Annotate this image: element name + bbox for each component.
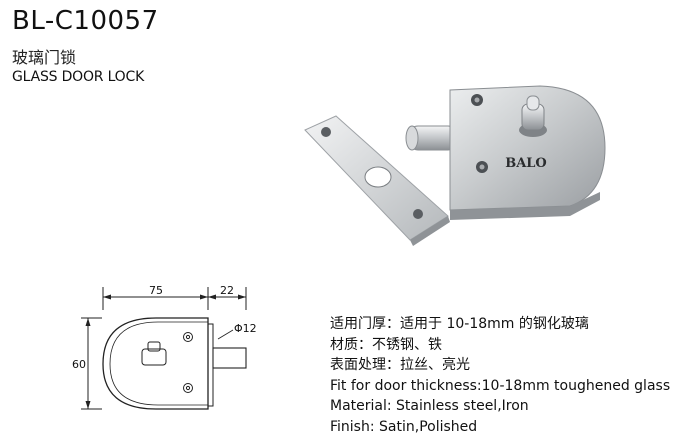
spec-door-thickness-cn: 适用门厚：适用于 10-18mm 的钢化玻璃 (330, 316, 589, 332)
model-number: BL-C10057 (12, 6, 159, 36)
lock-body: BALO (449, 85, 606, 220)
technical-drawing: 75 22 60 Φ12 (72, 284, 257, 410)
spec-material-en: Material: Stainless steel,Iron (330, 398, 529, 415)
product-photo: BALO (304, 85, 606, 246)
spec-finish-cn: 表面处理：拉丝、亮光 (330, 357, 470, 374)
dimension-height: 60 (72, 358, 86, 371)
bolt (405, 125, 459, 151)
strike-plate (304, 115, 450, 246)
spec-finish-en: Finish: Satin,Polished (330, 418, 478, 435)
spec-door-thickness-en: Fit for door thickness:10-18mm toughened… (330, 377, 671, 394)
product-name-chinese: 玻璃门锁 (12, 48, 77, 67)
brand-logo: BALO (505, 156, 547, 171)
dimension-bolt-diameter: Φ12 (234, 322, 257, 335)
dimension-depth: 22 (220, 284, 234, 297)
dimension-width: 75 (149, 284, 163, 297)
product-name-english: GLASS DOOR LOCK (12, 69, 145, 85)
spec-list: 适用门厚：适用于 10-18mm 的钢化玻璃 材质：不锈钢、铁 表面处理：拉丝、… (330, 314, 670, 438)
spec-material-cn: 材质：不锈钢、铁 (330, 336, 442, 353)
